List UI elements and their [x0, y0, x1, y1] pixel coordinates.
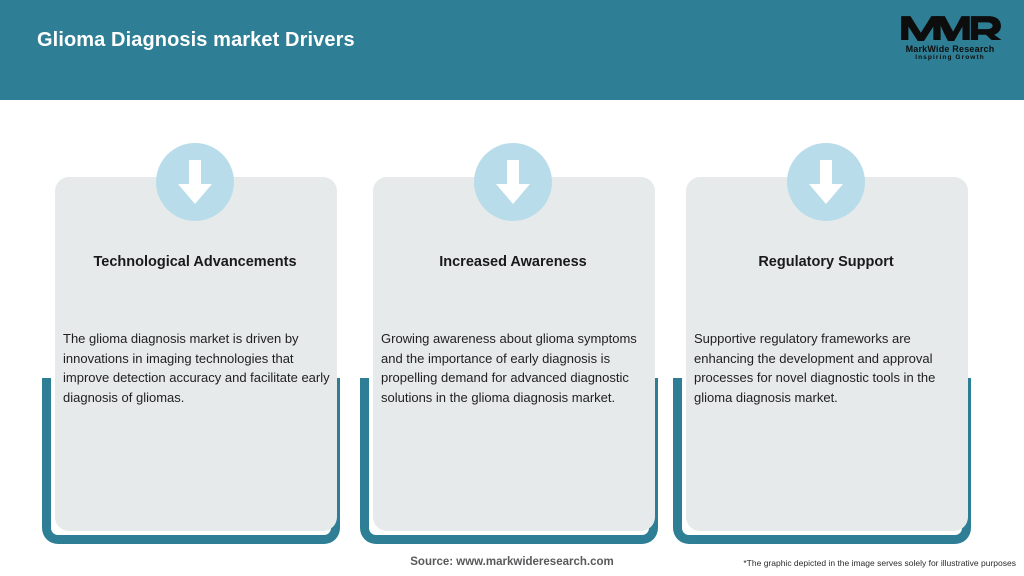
down-arrow-glyph [809, 160, 843, 204]
card-panel [686, 177, 968, 531]
down-arrow-glyph [178, 160, 212, 204]
down-arrow-icon [474, 143, 552, 221]
disclaimer-note: *The graphic depicted in the image serve… [743, 558, 1016, 568]
down-arrow-icon [156, 143, 234, 221]
brand-logo: MarkWide Research Inspiring Growth [898, 10, 1002, 62]
logo-company-name: MarkWide Research [905, 44, 995, 54]
card-title: Regulatory Support [758, 254, 894, 270]
card-panel [55, 177, 337, 531]
driver-card-2[interactable]: Increased Awareness Growing awareness ab… [360, 100, 666, 544]
card-body-text: Supportive regulatory frameworks are enh… [694, 331, 936, 405]
card-body-text: The glioma diagnosis market is driven by… [63, 331, 330, 405]
down-arrow-glyph [496, 160, 530, 204]
down-arrow-icon [787, 143, 865, 221]
header-banner: Glioma Diagnosis market Drivers MarkWide… [0, 0, 1024, 100]
mwr-monogram-icon [901, 16, 1002, 42]
source-label: Source: www.markwideresearch.com [410, 556, 614, 568]
driver-card-1[interactable]: Technological Advancements The glioma di… [42, 100, 348, 544]
card-panel [373, 177, 655, 531]
card-title: Increased Awareness [439, 254, 587, 270]
driver-card-3[interactable]: Regulatory Support Supportive regulatory… [673, 100, 979, 544]
card-body-text: Growing awareness about glioma symptoms … [381, 331, 637, 405]
page-title: Glioma Diagnosis market Drivers [37, 29, 355, 51]
drivers-card-row: Technological Advancements The glioma di… [0, 100, 1024, 544]
card-title: Technological Advancements [93, 254, 297, 270]
logo-tagline: Inspiring Growth [915, 54, 985, 61]
